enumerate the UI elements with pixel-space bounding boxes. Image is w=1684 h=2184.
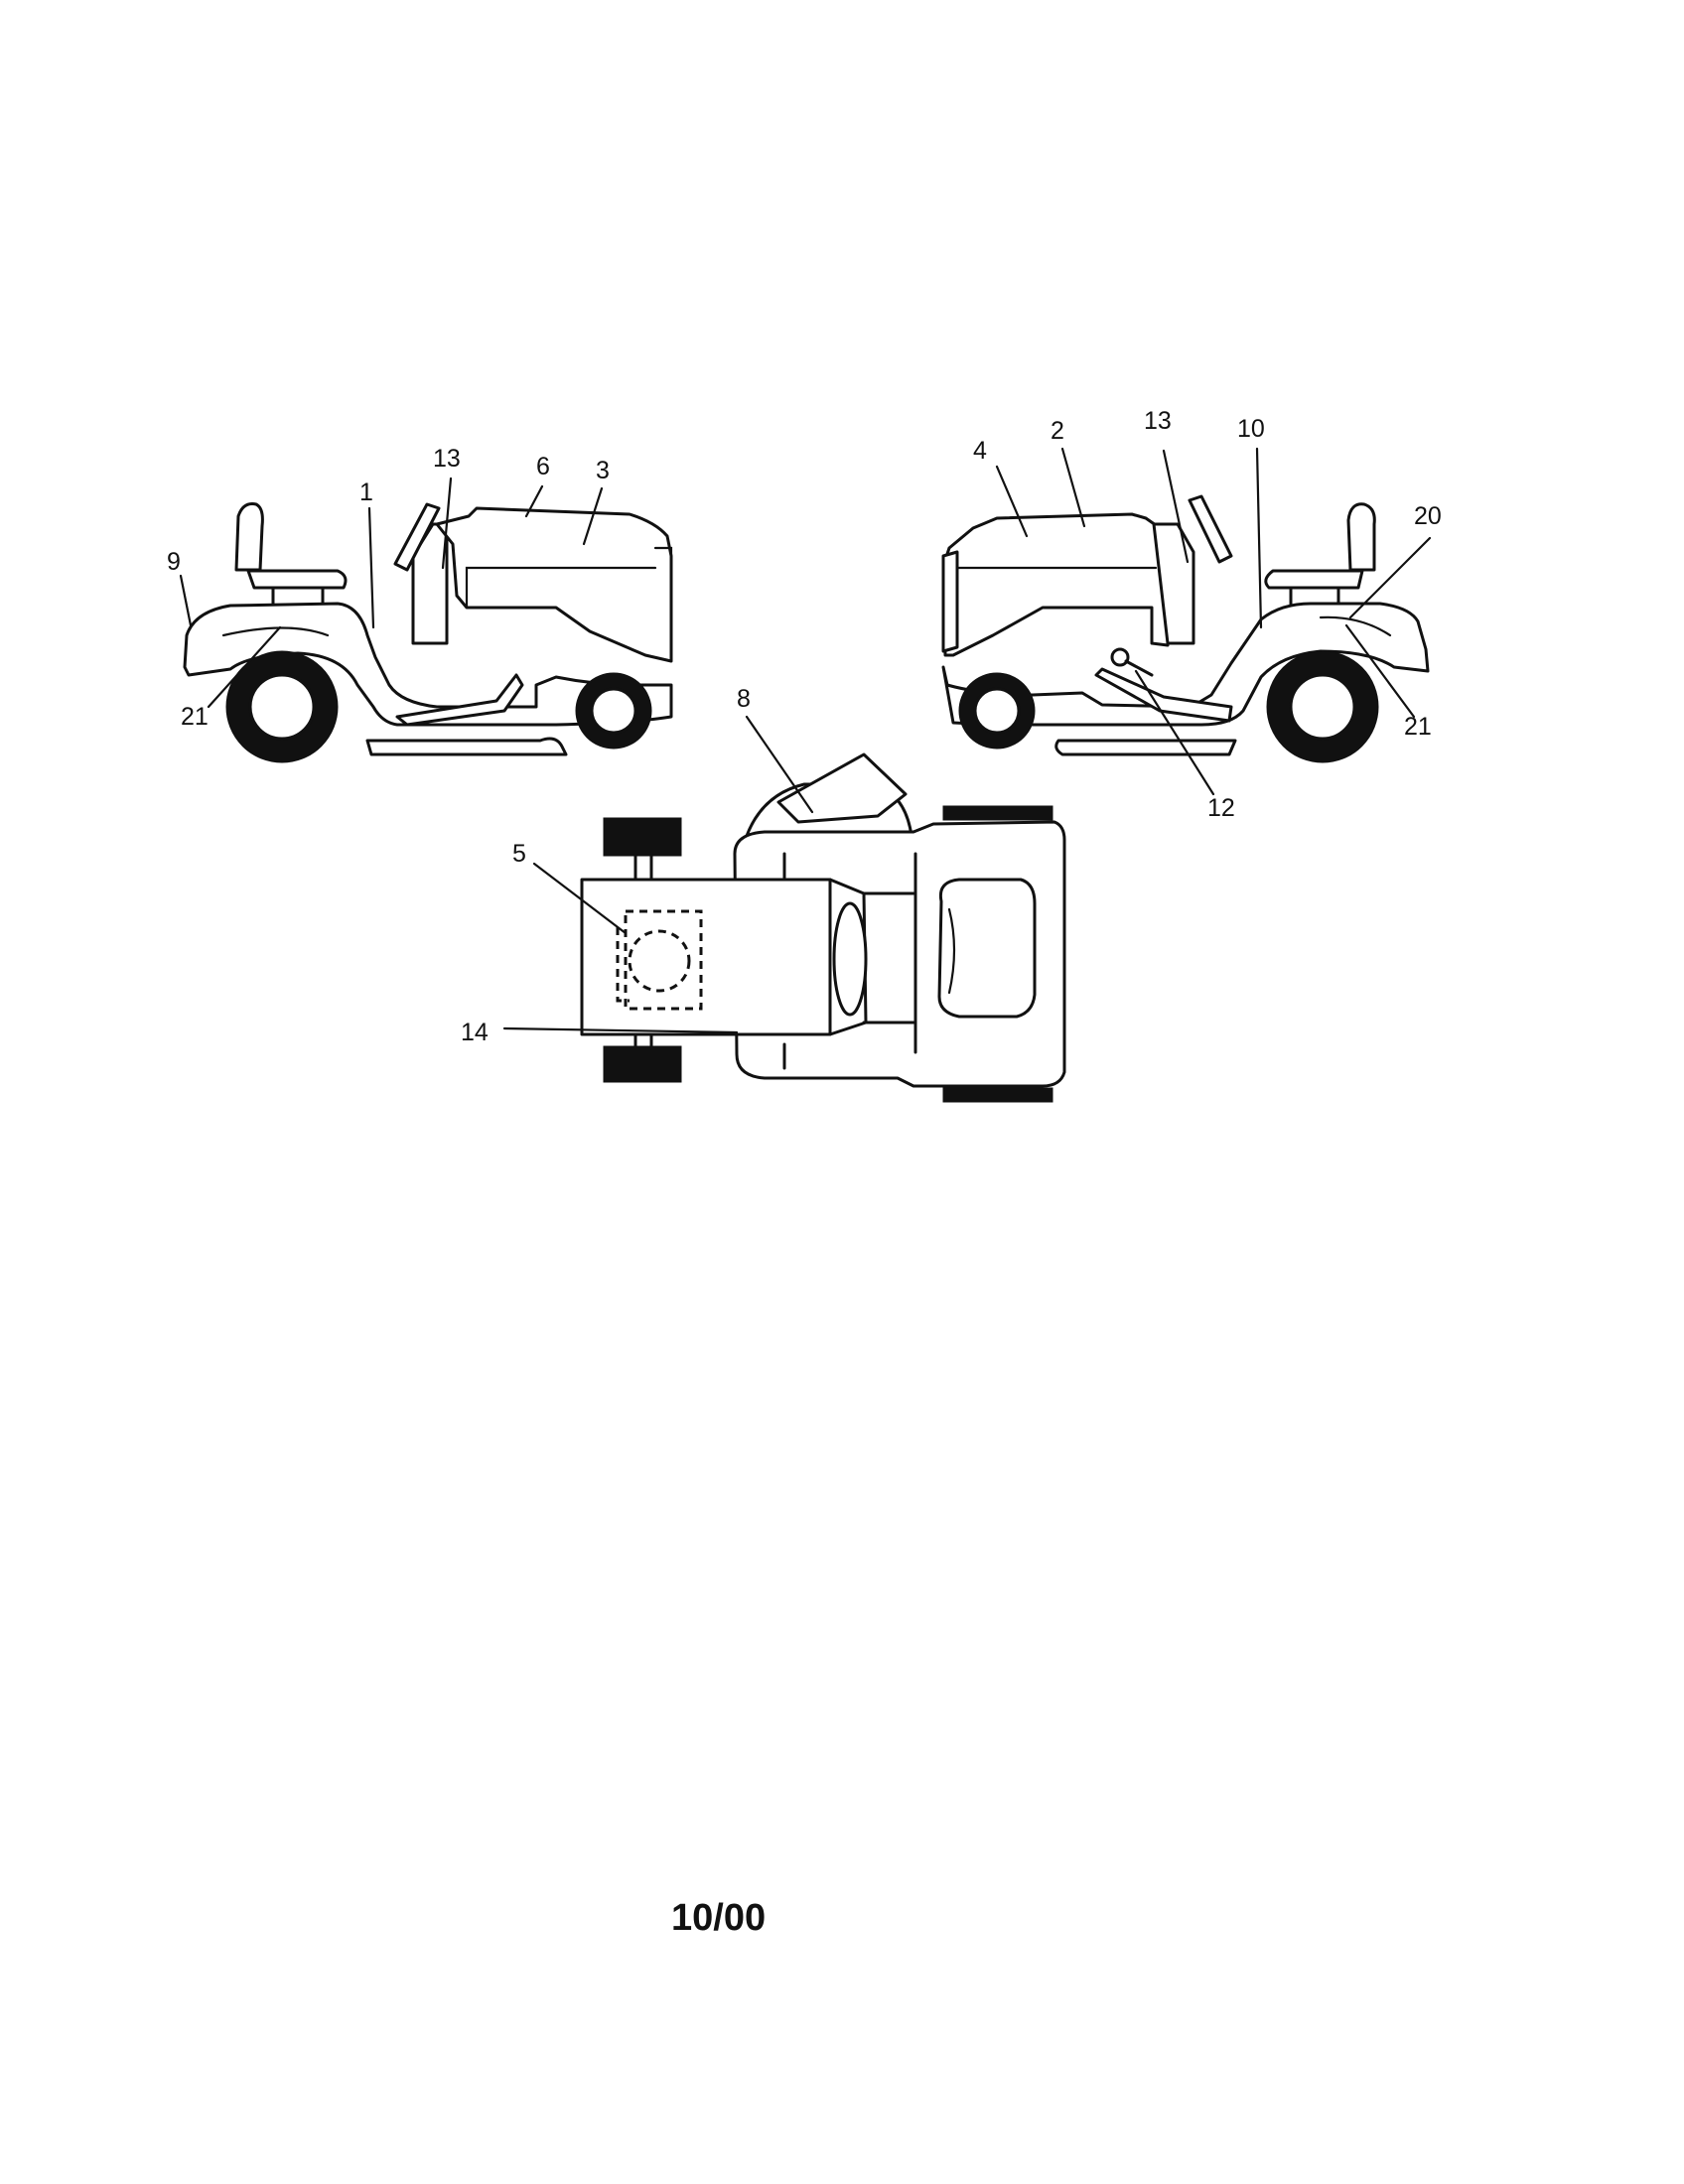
front-wheel-hub [973, 687, 1021, 735]
callout-3: 3 [596, 457, 610, 484]
discharge-chute [776, 752, 908, 824]
leader-13 [441, 477, 453, 570]
callout-6: 6 [536, 453, 550, 480]
leader-14 [502, 1026, 739, 1034]
callout-10: 10 [1237, 415, 1265, 443]
engine-outline-side [616, 927, 630, 1003]
engine-outline [624, 909, 703, 1011]
seat-cushion [246, 569, 348, 590]
fender-curve [221, 626, 330, 637]
leader-3 [582, 486, 604, 546]
rear-wheel-hub [248, 673, 316, 741]
seat-back-line [947, 907, 956, 995]
leader-4 [995, 465, 1029, 538]
callout-9: 9 [167, 548, 181, 576]
callout-13: 13 [433, 445, 461, 473]
leader-20 [1348, 536, 1432, 619]
seat-top [937, 878, 1037, 1019]
leader-10 [1255, 447, 1263, 629]
leader-5 [532, 862, 628, 935]
leader-21 [207, 625, 282, 709]
tractor-top-view [580, 752, 1066, 1103]
callout-4: 4 [973, 437, 987, 465]
rear-wheel-hub [1289, 673, 1356, 741]
steering-column [1188, 494, 1233, 564]
leader-6 [524, 484, 544, 518]
steering-column [393, 502, 441, 572]
callout-5: 5 [512, 840, 526, 868]
callout-14: 14 [461, 1019, 489, 1046]
tractor-left-side-view [183, 502, 673, 763]
leader-9 [179, 574, 193, 627]
callout-8: 8 [737, 685, 751, 713]
leader-lines [179, 447, 1432, 1034]
callout-20: 20 [1414, 502, 1442, 530]
lift-lever [1124, 659, 1154, 677]
front-wheel-top [603, 817, 682, 857]
leader-13 [1162, 449, 1190, 564]
hood [941, 512, 1170, 657]
grille [941, 550, 959, 653]
hood-grille-line [653, 546, 673, 637]
mower-deck [1054, 739, 1237, 756]
callout-2: 2 [1051, 417, 1064, 445]
rear-fender [941, 602, 1430, 727]
rear-wheel-top [942, 1087, 1053, 1103]
seat-back [1346, 502, 1376, 572]
deck-lift [395, 673, 524, 727]
lift-lever-knob [1110, 647, 1130, 667]
hood [435, 506, 673, 663]
rear-fender [183, 602, 673, 727]
callout-13: 13 [1144, 407, 1172, 435]
engine-flywheel [628, 929, 691, 993]
front-axle [633, 854, 653, 1048]
callout-12: 12 [1207, 794, 1235, 822]
leader-1 [367, 506, 375, 629]
leader-21 [1344, 623, 1416, 719]
callout-1: 1 [359, 478, 373, 506]
seat-cushion [1264, 569, 1364, 590]
fender-curve [1319, 615, 1392, 637]
front-wheel-top [603, 1045, 682, 1083]
dash-tower [1152, 522, 1195, 645]
callout-labels: 1 13 6 3 9 21 4 2 13 10 20 21 12 8 5 14 [167, 407, 1442, 1046]
tractor-right-side-view [941, 494, 1430, 763]
front-wheel-hub [590, 687, 637, 735]
callout-21: 21 [1404, 713, 1432, 741]
leader-2 [1060, 447, 1086, 528]
callout-21: 21 [181, 703, 209, 731]
dash-edge [862, 891, 915, 1024]
hood-panel-line [465, 566, 657, 610]
leader-12 [1134, 669, 1215, 796]
seat-back [234, 502, 264, 572]
rear-wheel-top [942, 805, 1053, 821]
steering-wheel-top [832, 901, 868, 1017]
leader-8 [745, 715, 814, 814]
date-code: 10/00 [671, 1897, 766, 1939]
mower-deck [365, 737, 568, 756]
